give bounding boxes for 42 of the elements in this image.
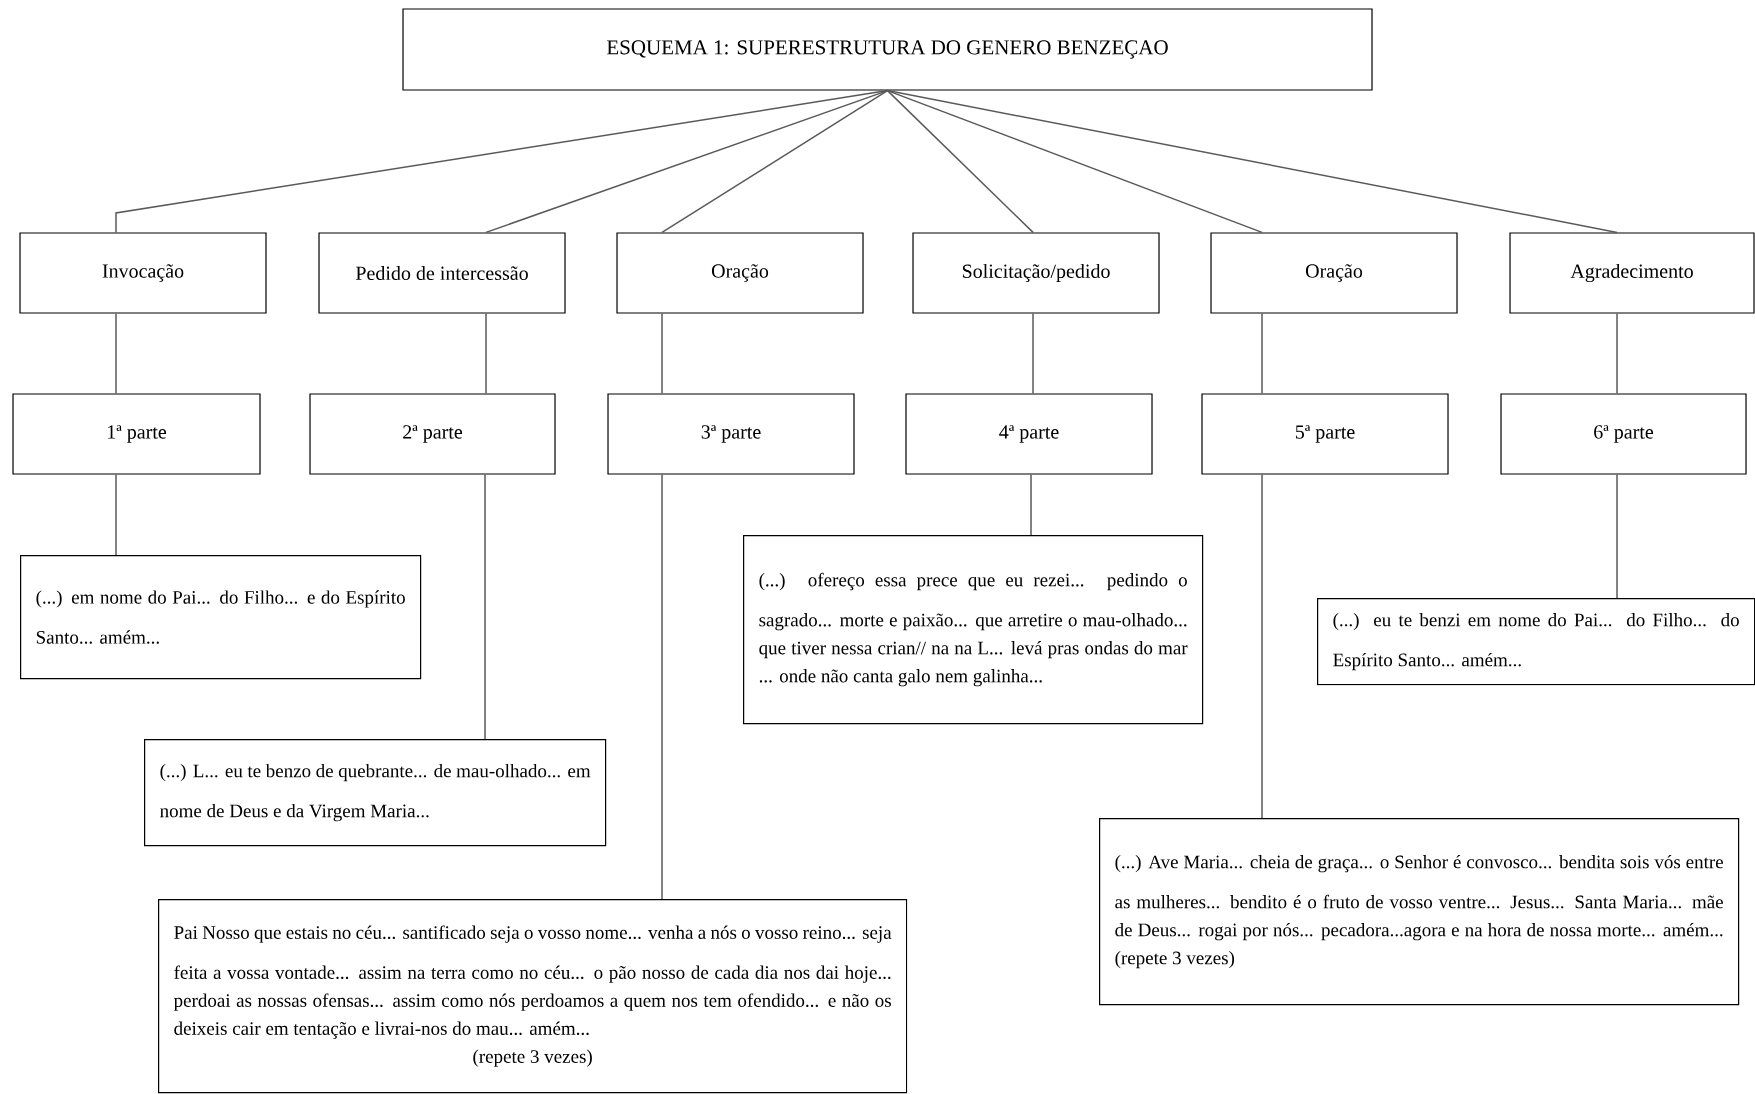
label-box: 6ª parte xyxy=(1500,393,1747,475)
text-box xyxy=(743,535,1204,725)
quote-text: (...) ofereço essa prece que eu rezei... pedindo o sagrado... morte e paixão... que arretire o mau-olhado... que tiver nessa crian// na na L... levá pras ondas do mar ... onde não canta galo nem galinha... xyxy=(759,572,1188,687)
text-box xyxy=(1317,598,1755,686)
connector-line xyxy=(115,473,117,556)
text-box xyxy=(1099,818,1740,1006)
label-box: Oração xyxy=(1210,232,1458,314)
title-box: ESQUEMA 1: SUPERESTRUTURA DO GENERO BENZEÇAO xyxy=(402,8,1373,91)
label-box: 1ª parte xyxy=(12,393,261,475)
connector-line xyxy=(661,473,663,900)
quote-text: (...) em nome do Pai... do Filho... e do Espírito Santo... amém... xyxy=(36,590,405,644)
connector-line xyxy=(1032,312,1034,395)
connector-line xyxy=(886,89,1618,234)
label-box: 2ª parte xyxy=(309,393,556,475)
text-box xyxy=(20,555,422,680)
label-box: Oração xyxy=(616,232,864,314)
quote-text: (...) L... eu te benzo de quebrante... de mau-olhado... em nome de Deus e da Virgem Maria... xyxy=(160,763,591,822)
label-box: Solicitação/pedido xyxy=(912,232,1160,314)
connector-line xyxy=(1261,473,1263,819)
connector-line xyxy=(484,473,486,740)
quote-text: Pai Nosso que estais no céu... santificado seja o vosso nome... venha a nós o vosso reino... seja feita a vossa vontade... assim na terra como no céu... o pão nosso de cada dia nos dai hoje... perdoai as nossas ofensas... assim como nós perdoamos a quem nos tem ofendido... e não os deixeis cair em tentação e livrai-nos do mau... amém... xyxy=(173,925,892,1039)
text-box xyxy=(158,899,908,1094)
label-box: 4ª parte xyxy=(905,393,1153,475)
label-box: 3ª parte xyxy=(607,393,855,475)
connector-line xyxy=(485,312,487,395)
connector-line xyxy=(485,89,889,234)
label-box: Agradecimento xyxy=(1509,232,1755,314)
label-box: Invocação xyxy=(19,232,267,314)
quote-text: (...) eu te benzi em nome do Pai... do Filho... do Espírito Santo... amém... xyxy=(1333,613,1739,671)
connector-line xyxy=(661,89,889,234)
connector-line xyxy=(886,89,1034,234)
connector-line xyxy=(661,312,663,395)
label-box: Pedido de intercessão xyxy=(318,232,566,314)
connector-line xyxy=(1616,473,1618,599)
connector-line xyxy=(1261,312,1263,395)
quote-text: (...) Ave Maria... cheia de graça... o Senhor é convosco... bendita sois vós entre as mulheres... bendito é o fruto de vosso ventre... Jesus... Santa Maria... mãe de Deus... rogai por nós... pecadora...agora e na hora de nossa morte... amém... (repete 3 vezes) xyxy=(1115,855,1723,969)
text-box xyxy=(144,739,607,847)
connector-line xyxy=(1030,473,1032,536)
connector-line xyxy=(1616,312,1618,395)
note-text: (repete 3 vezes) xyxy=(473,1049,592,1067)
connector-line xyxy=(115,312,117,395)
label-box: 5ª parte xyxy=(1201,393,1449,475)
